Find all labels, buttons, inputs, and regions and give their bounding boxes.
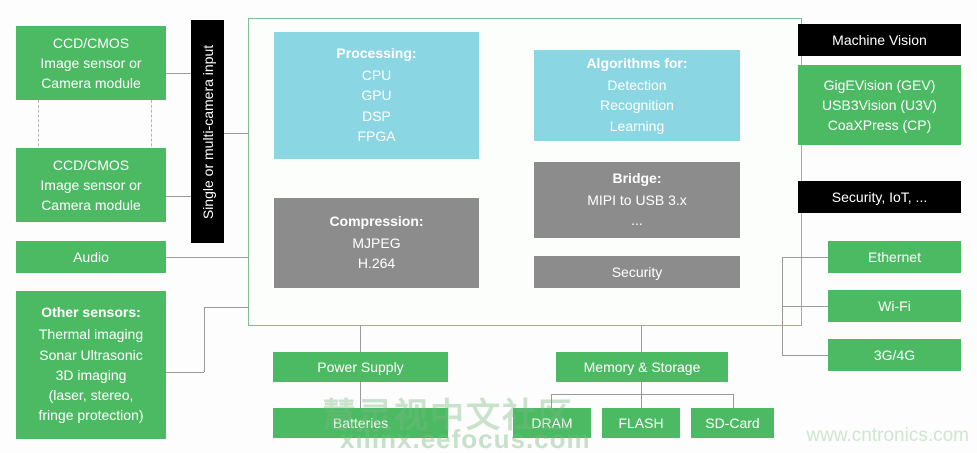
connector-other-sensors-v [204, 307, 205, 372]
compression-title: Compression: [329, 212, 424, 229]
machine-vision-header: Machine Vision [798, 24, 961, 56]
connector-trunk-to-ethernet [782, 257, 828, 258]
algorithms-item-2: Learning [609, 117, 665, 134]
processing-item-2: DSP [362, 107, 391, 124]
connectivity-3g4g[interactable]: 3G/4G [828, 339, 961, 371]
input-audio-label: Audio [73, 248, 109, 265]
connector-audio-to-soc [165, 257, 249, 258]
batteries[interactable]: Batteries [273, 408, 448, 438]
connector-bus-to-sdcard [733, 394, 734, 408]
connector-trunk-to-wifi [782, 306, 828, 307]
memory-dram-label: DRAM [531, 414, 573, 431]
bridge-title: Bridge: [612, 169, 662, 186]
machine-vision-header-label: Machine Vision [832, 31, 927, 48]
processing-item-1: GPU [361, 87, 392, 104]
input-sensor-2-line1: CCD/CMOS [52, 156, 130, 173]
input-audio[interactable]: Audio [16, 241, 166, 273]
connector-sensor-stack-dashed-right [151, 100, 152, 156]
connectivity-3g4g-label: 3G/4G [873, 346, 916, 363]
connector-bus-to-dram [551, 394, 552, 408]
other-sensors-line-4: fringe protection) [38, 407, 144, 424]
input-other-sensors[interactable]: Other sensors: Thermal imaging Sonar Ult… [16, 291, 166, 439]
memory-sdcard[interactable]: SD-Card [691, 408, 774, 438]
compression-item-0: MJPEG [352, 234, 401, 251]
other-sensors-title: Other sensors: [41, 304, 141, 321]
input-sensor-2[interactable]: CCD/CMOS Image sensor or Camera module [16, 148, 166, 222]
watermark-site: www.cntronics.com [806, 425, 969, 446]
soc-compression[interactable]: Compression: MJPEG H.264 [274, 198, 479, 288]
connector-other-sensors-h1 [165, 372, 204, 373]
soc-algorithms[interactable]: Algorithms for: Detection Recognition Le… [534, 50, 740, 141]
soc-bridge[interactable]: Bridge: MIPI to USB 3.x ... [534, 162, 740, 238]
algorithms-item-1: Recognition [600, 97, 674, 114]
connector-camera-input-to-soc [224, 133, 249, 134]
security-iot-header-label: Security, IoT, ... [831, 188, 928, 205]
bridge-item-1: ... [631, 212, 643, 228]
connectivity-wifi-label: Wi-Fi [878, 297, 911, 314]
connector-soc-to-power-supply [360, 326, 361, 352]
security-iot-header: Security, IoT, ... [798, 181, 961, 213]
connector-trunk-to-3g4g [782, 355, 828, 356]
compression-item-1: H.264 [357, 255, 396, 271]
input-sensor-1-line3: Camera module [41, 75, 141, 92]
power-supply-label: Power Supply [317, 358, 404, 375]
standard-u3v: USB3Vision (U3V) [822, 96, 937, 113]
other-sensors-line-3: (laser, stereo, [48, 387, 134, 404]
bridge-item-0: MIPI to USB 3.x [587, 191, 687, 208]
other-sensors-line-2: 3D imaging [55, 366, 127, 383]
connectivity-wifi[interactable]: Wi-Fi [828, 290, 961, 322]
memory-dram[interactable]: DRAM [513, 408, 591, 438]
power-supply[interactable]: Power Supply [273, 352, 448, 382]
soc-processing[interactable]: Processing: CPU GPU DSP FPGA [274, 32, 479, 159]
soc-security-label: Security [611, 263, 663, 280]
connector-soc-to-memory [641, 326, 642, 352]
connector-sensor2-to-camera-input [165, 196, 192, 197]
standard-gev: GigEVision (GEV) [823, 76, 936, 93]
other-sensors-line-0: Thermal imaging [38, 326, 144, 343]
processing-item-3: FPGA [357, 127, 396, 144]
processing-title: Processing: [336, 44, 417, 61]
other-sensors-line-1: Sonar Ultrasonic [39, 346, 143, 363]
standard-cp: CoaXPress (CP) [827, 117, 932, 134]
connector-sensor-stack-dashed-left [38, 100, 39, 156]
algorithms-title: Algorithms for: [586, 55, 688, 72]
machine-vision-standards[interactable]: GigEVision (GEV) USB3Vision (U3V) CoaXPr… [798, 65, 961, 145]
input-sensor-1[interactable]: CCD/CMOS Image sensor or Camera module [16, 26, 166, 100]
input-sensor-1-line2: Image sensor or [40, 54, 142, 71]
soc-security[interactable]: Security [534, 256, 740, 288]
memory-storage-label: Memory & Storage [583, 358, 701, 375]
memory-storage[interactable]: Memory & Storage [556, 352, 728, 382]
camera-input-label: Single or multi-camera input [199, 44, 216, 219]
connectivity-ethernet-label: Ethernet [868, 248, 921, 265]
memory-sdcard-label: SD-Card [705, 414, 760, 431]
memory-flash[interactable]: FLASH [602, 408, 680, 438]
connectivity-ethernet[interactable]: Ethernet [828, 241, 961, 273]
camera-input-bar: Single or multi-camera input [191, 20, 224, 243]
input-sensor-2-line3: Camera module [41, 197, 141, 214]
connector-power-supply-to-batteries [360, 382, 361, 408]
memory-flash-label: FLASH [618, 414, 664, 431]
algorithms-item-0: Detection [607, 77, 667, 94]
processing-item-0: CPU [361, 66, 392, 83]
connector-bus-to-flash [641, 394, 642, 408]
connector-sensor1-to-camera-input [165, 73, 192, 74]
connector-memory-bus [551, 394, 733, 395]
connector-other-sensors-h2 [204, 307, 249, 308]
input-sensor-2-line2: Image sensor or [40, 176, 142, 193]
input-sensor-1-line1: CCD/CMOS [52, 34, 130, 51]
batteries-label: Batteries [332, 414, 389, 431]
